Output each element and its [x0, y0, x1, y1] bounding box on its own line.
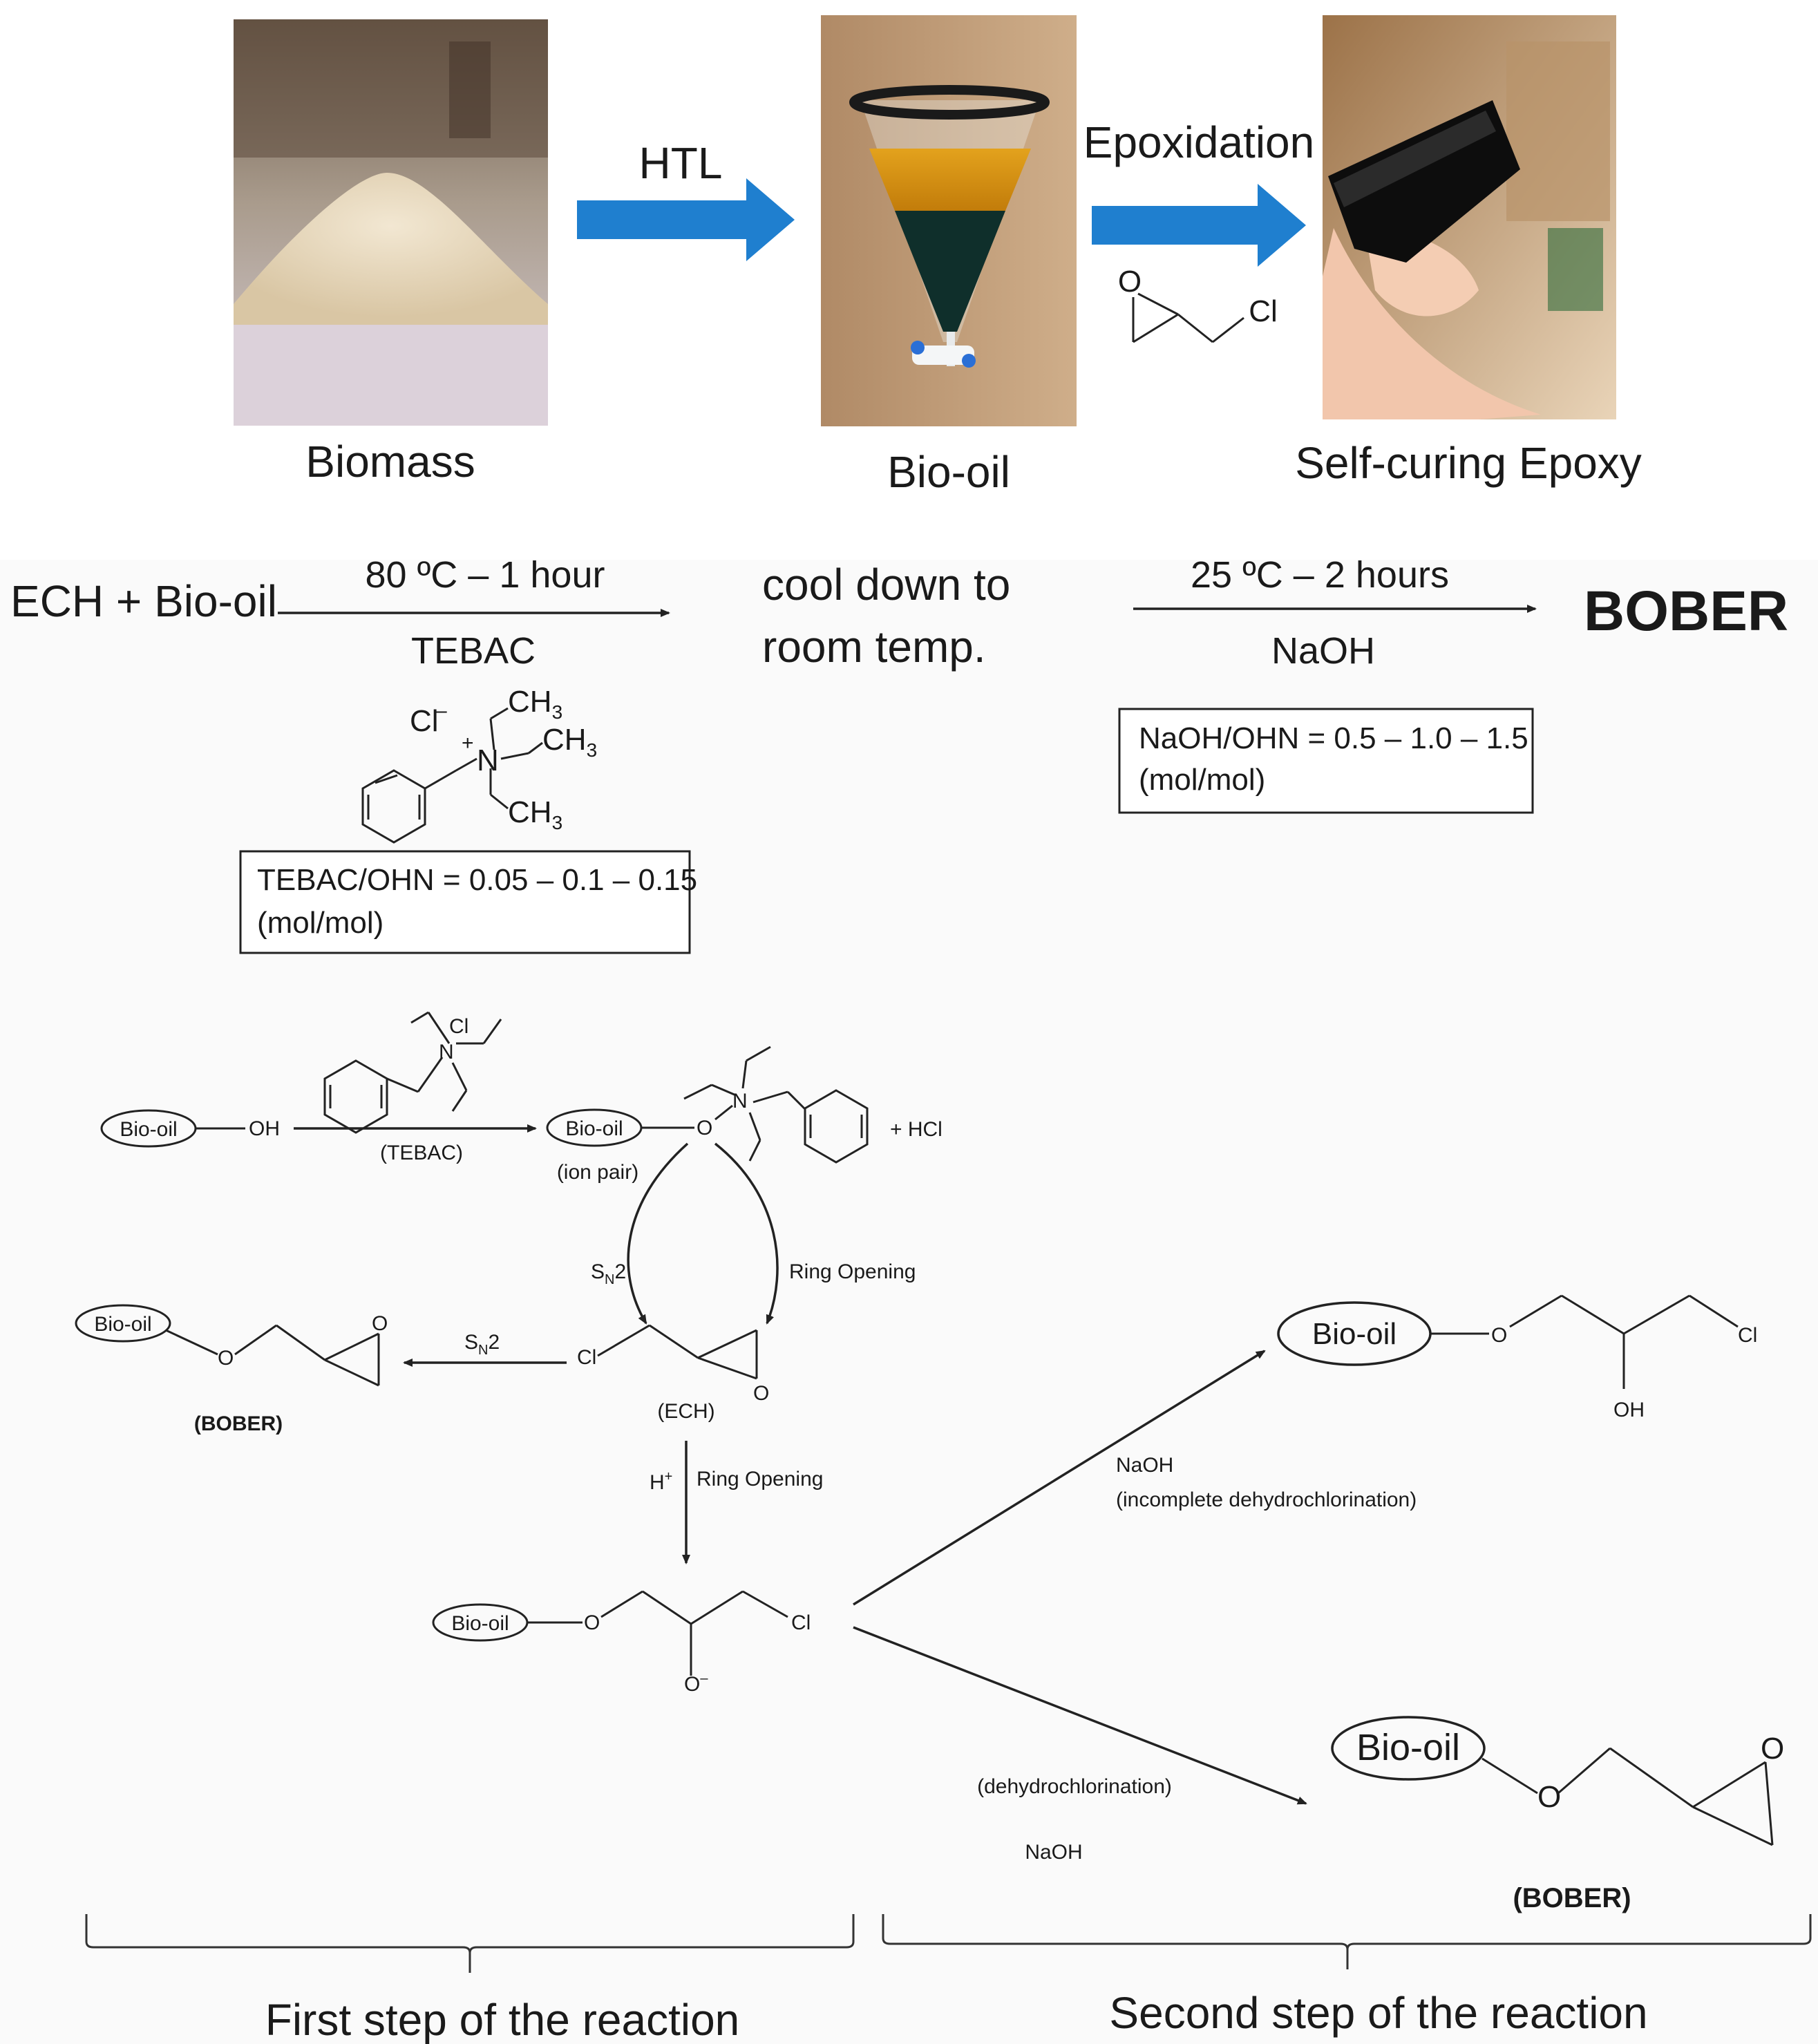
tebac-mechanism-structure [323, 1011, 502, 1134]
alkoxide-o-minus: O– [684, 1671, 708, 1696]
sn2-curved-arrow [627, 1142, 689, 1325]
alkoxide-chain-structure [527, 1590, 788, 1676]
second-step-brace [882, 1914, 1812, 1969]
bober-right-structure [1481, 1747, 1774, 1846]
bober-left-ether-o: O [218, 1347, 234, 1370]
tebac-structure [361, 707, 543, 844]
bio-oil-label-chlorohydrin: Bio-oil [1312, 1317, 1396, 1351]
bober-right-epoxide-o: O [1761, 1732, 1784, 1766]
ech-mechanism-structure [597, 1324, 758, 1380]
scheme-panel [0, 560, 1818, 2044]
biomass-photo [234, 19, 548, 426]
chlorohydrin-oh: OH [1613, 1399, 1645, 1421]
ech-o-atom: O [1118, 265, 1142, 299]
product-bober: BOBER [1584, 580, 1788, 643]
tebac-nitrogen: N [477, 744, 499, 777]
naoh-ratio-line2: (mol/mol) [1139, 763, 1265, 797]
tebac-arrow-label: (TEBAC) [380, 1142, 463, 1164]
tebac-ch3-top: CH3 [508, 685, 562, 723]
sn2-label-straight: SN2 [464, 1331, 500, 1358]
naoh-ratio-box [1118, 708, 1534, 814]
reactants-label: ECH + Bio-oil [10, 576, 277, 626]
chlorohydrin-o: O [1491, 1324, 1507, 1347]
bober-left-structure [165, 1324, 380, 1387]
incomplete-dehydro-label: (incomplete dehydrochlorination) [1116, 1488, 1417, 1511]
epoxidation-arrow [1092, 184, 1306, 267]
bio-oil-label-alkoxide: Bio-oil [451, 1612, 509, 1635]
bio-oil-label-bober-left: Bio-oil [94, 1313, 151, 1336]
tebac-mech-nitrogen: N [439, 1041, 454, 1063]
alkoxide-ether-o: O [584, 1611, 600, 1634]
tebac-chloride: Cl [410, 704, 439, 738]
ammonium-structure [683, 1045, 869, 1164]
hydroxyl-label: OH [249, 1117, 280, 1140]
tebac-ch3-mid: CH3 [542, 723, 597, 761]
dehydro-label: (dehydrochlorination) [977, 1775, 1172, 1798]
ion-pair-label: (ion pair) [557, 1161, 638, 1184]
ech-mech-cl: Cl [577, 1346, 596, 1369]
tebac-ratio-box [239, 850, 691, 954]
chlorohydrin-structure [1430, 1294, 1739, 1389]
bio-oil-caption: Bio-oil [887, 447, 1010, 497]
step1-temperature-time: 80 ºC – 1 hour [366, 554, 605, 596]
dehydro-arrow [853, 1626, 1307, 1805]
hcl-label: + HCl [890, 1118, 943, 1141]
alkoxide-cl: Cl [791, 1611, 811, 1634]
tebac-mech-chloride: Cl [449, 1015, 468, 1038]
bio-oil-label-ion-pair: Bio-oil [565, 1117, 623, 1140]
alkoxide-o: O [697, 1117, 712, 1139]
bober-left-epoxide-o: O [372, 1312, 388, 1335]
ech-mech-o: O [753, 1382, 769, 1405]
naoh-ratio-line1: NaOH/OHN = 0.5 – 1.0 – 1.5 [1139, 721, 1528, 755]
sn2-label-curve: SN2 [591, 1260, 626, 1287]
tebac-ratio-line1: TEBAC/OHN = 0.05 – 0.1 – 0.15 [257, 863, 697, 897]
ring-opening-label-curve: Ring Opening [789, 1260, 916, 1283]
epoxidation-label: Epoxidation [1083, 117, 1314, 167]
second-step-label: Second step of the reaction [1109, 1988, 1647, 2038]
step2-base: NaOH [1271, 630, 1375, 672]
incomplete-dehydro-arrow [853, 1350, 1266, 1606]
htl-label: HTL [639, 138, 723, 188]
chlorohydrin-cl: Cl [1738, 1324, 1757, 1347]
bober-left-label: (BOBER) [194, 1412, 283, 1435]
cool-down-label-line1: cool down to [762, 560, 1010, 609]
incomplete-naoh-label: NaOH [1116, 1454, 1173, 1477]
ammonium-nitrogen: N [732, 1090, 748, 1113]
epoxy-photo [1323, 15, 1616, 419]
tebac-ch3-bottom: CH3 [508, 795, 562, 833]
cool-down-label-line2: room temp. [762, 622, 986, 672]
tebac-plus: + [462, 732, 474, 755]
ring-opening-curved-arrow [714, 1142, 779, 1325]
bio-oil-label-start: Bio-oil [120, 1118, 177, 1141]
first-step-label: First step of the reaction [265, 1995, 740, 2044]
bio-oil-label-bober-right: Bio-oil [1356, 1727, 1460, 1768]
bio-oil-photo [821, 15, 1077, 426]
ring-opening-label-down: Ring Opening [697, 1468, 823, 1491]
epichlorohydrin-structure [1132, 292, 1244, 343]
dehydro-naoh-label: NaOH [1025, 1841, 1082, 1864]
ech-cl-atom: Cl [1249, 294, 1278, 328]
bober-right-label: (BOBER) [1513, 1883, 1631, 1913]
tebac-ratio-line2: (mol/mol) [257, 906, 384, 940]
bio-oil-ellipse-bober-left [75, 1304, 171, 1343]
step2-temperature-time: 25 ºC – 2 hours [1191, 554, 1449, 596]
epoxy-caption: Self-curing Epoxy [1295, 438, 1642, 488]
bober-right-ether-o: O [1537, 1780, 1561, 1814]
first-step-brace [85, 1914, 855, 1973]
bio-oil-ellipse-bober-right [1331, 1716, 1486, 1781]
htl-arrow [577, 178, 795, 261]
tebac-chloride-charge: – [435, 699, 447, 722]
h-plus-label: H+ [650, 1469, 672, 1494]
biomass-caption: Biomass [305, 437, 475, 486]
step1-catalyst: TEBAC [411, 630, 536, 672]
ech-label: (ECH) [657, 1400, 714, 1423]
